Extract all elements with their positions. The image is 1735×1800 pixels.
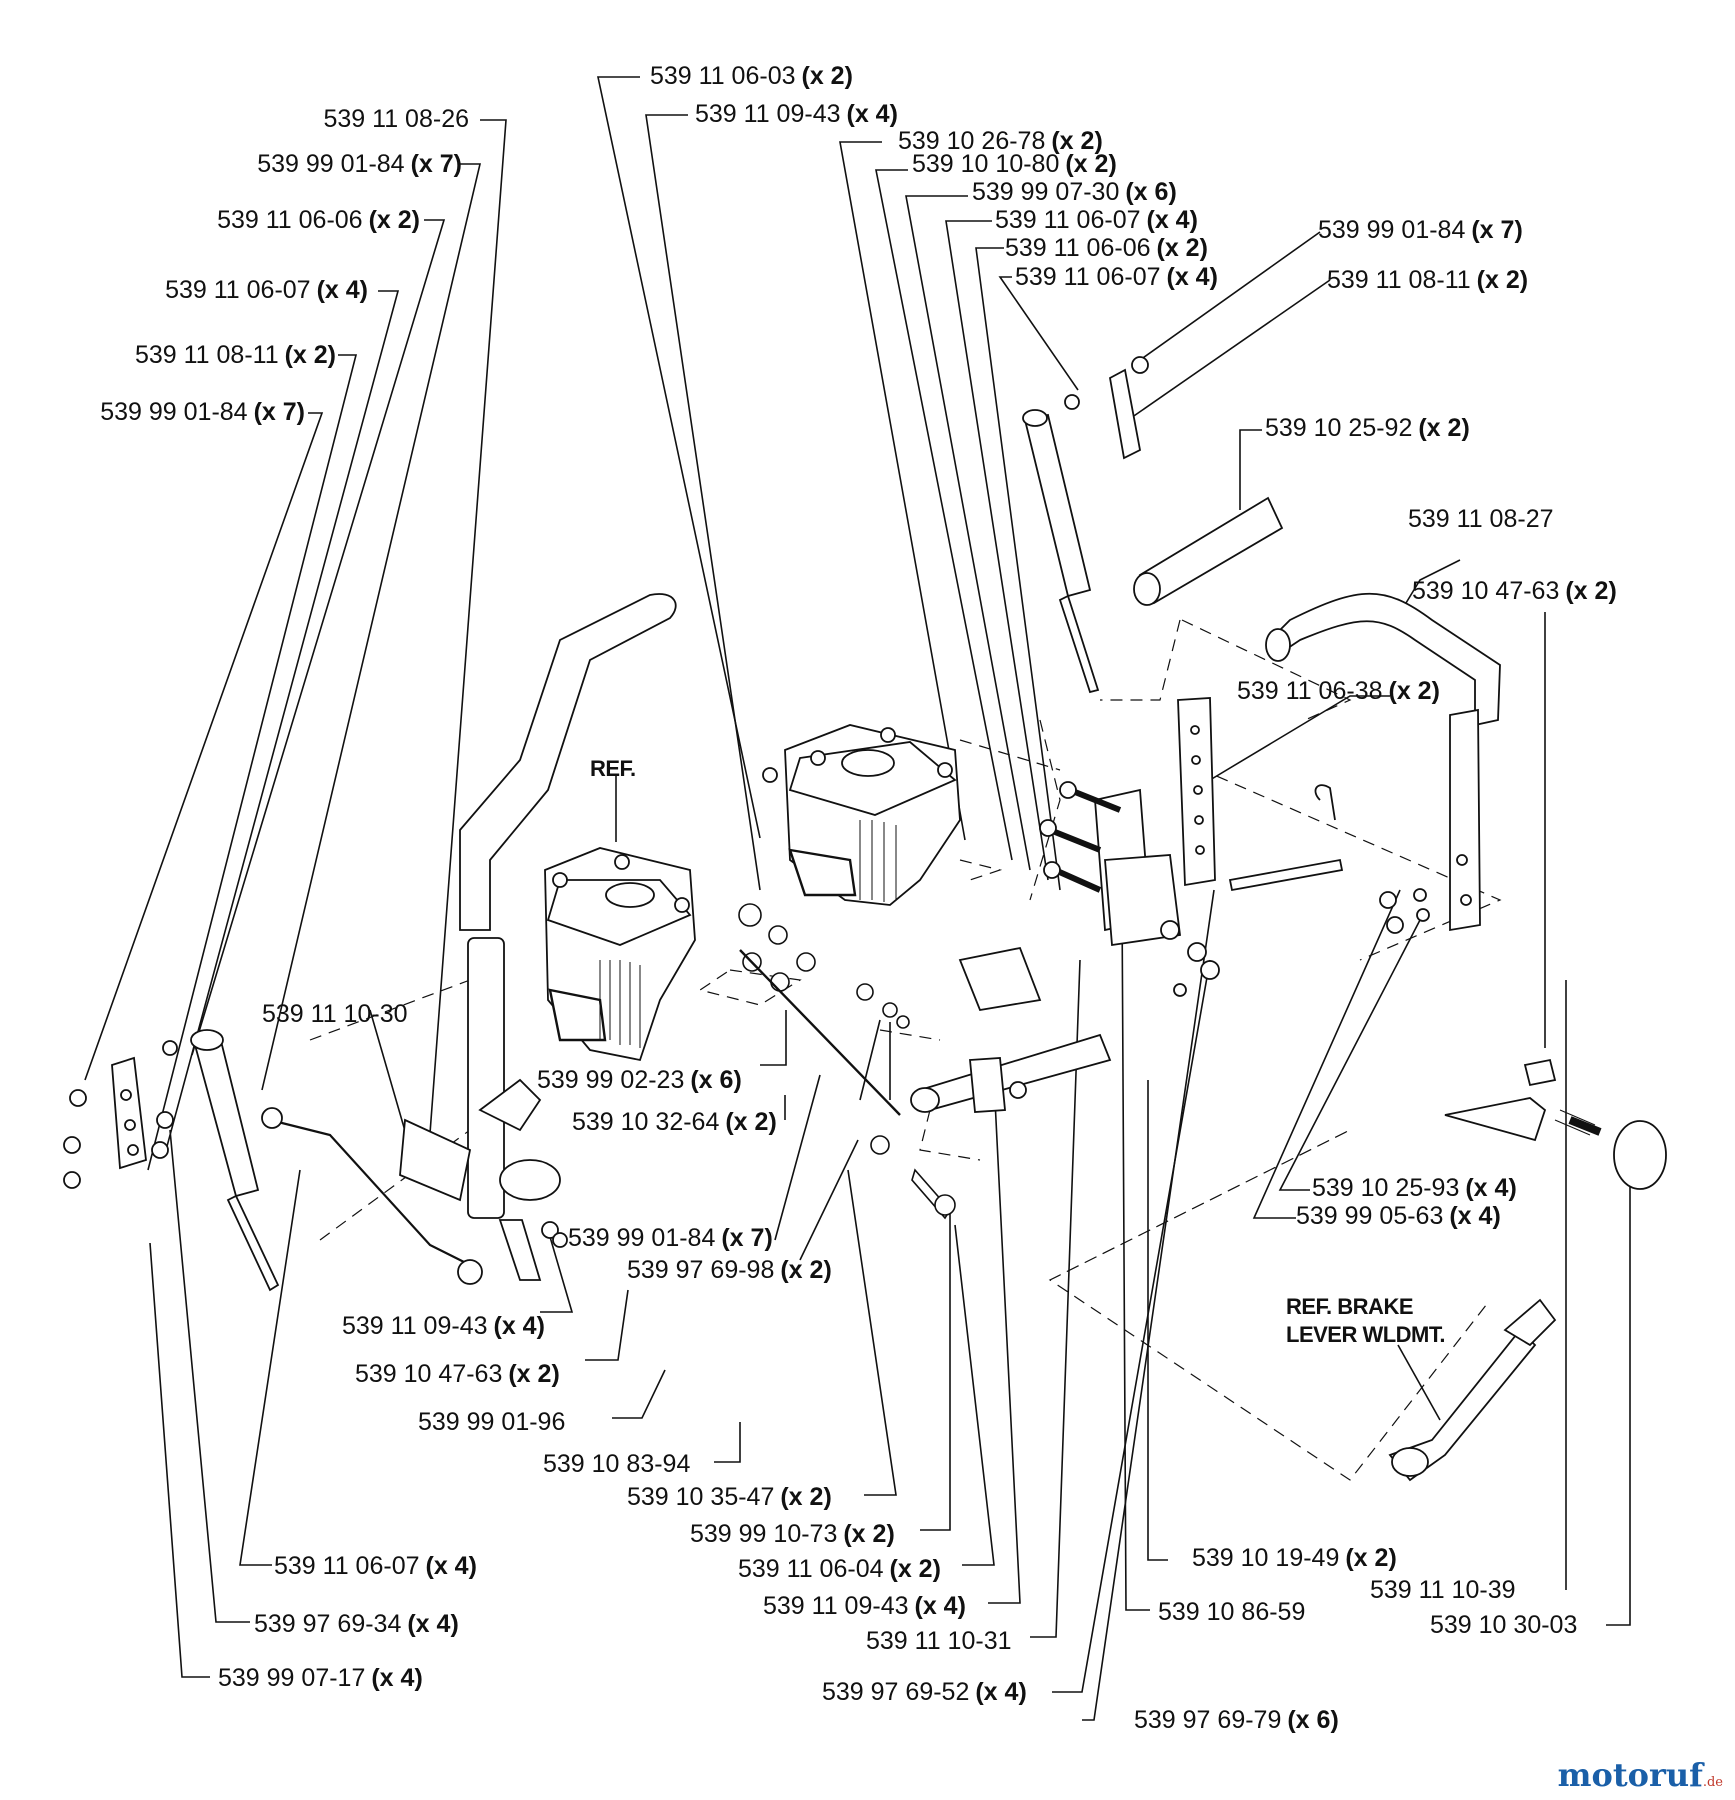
callout-539-11-06-07-top: 539 11 06-07(x 4) — [995, 206, 1198, 234]
callout-539-11-08-27: 539 11 08-27 — [1408, 505, 1554, 533]
callout-539-97-69-98: 539 97 69-98(x 2) — [627, 1256, 832, 1284]
left-lever-assembly — [63, 593, 677, 1292]
callout-539-99-10-73: 539 99 10-73(x 2) — [690, 1520, 895, 1548]
assembly-dashes — [309, 619, 1502, 1481]
callout-539-97-69-34: 539 97 69-34(x 4) — [254, 1610, 459, 1638]
callout-539-11-06-07-upper: 539 11 06-07(x 4) — [1015, 263, 1218, 291]
callout-539-10-47-63-mid: 539 10 47-63(x 2) — [355, 1360, 560, 1388]
right-lever — [1133, 496, 1501, 934]
callout-539-99-05-63: 539 99 05-63(x 4) — [1296, 1202, 1501, 1230]
callout-539-11-10-39: 539 11 10-39 — [1370, 1576, 1516, 1604]
callout-539-11-10-30: 539 11 10-30 — [262, 1000, 408, 1028]
callout-539-11-06-04: 539 11 06-04(x 2) — [738, 1555, 941, 1583]
shaft-assembly — [910, 697, 1344, 1113]
callout-539-10-35-47: 539 10 35-47(x 2) — [627, 1483, 832, 1511]
callout-539-99-01-84-left: 539 99 01-84(x 7) — [257, 150, 462, 178]
callout-539-99-01-84-farleft: 539 99 01-84(x 7) — [100, 398, 305, 426]
knob-and-brake — [1388, 1058, 1667, 1482]
callout-539-11-06-03: 539 11 06-03(x 2) — [650, 62, 853, 90]
callout-539-10-25-93: 539 10 25-93(x 4) — [1312, 1174, 1517, 1202]
callout-539-11-08-26: 539 11 08-26 — [323, 105, 470, 133]
callout-539-97-69-52: 539 97 69-52(x 4) — [822, 1678, 1027, 1706]
callout-539-11-06-07-bottom: 539 11 06-07(x 4) — [274, 1552, 477, 1580]
watermark-logo: motoruf.de — [1557, 1756, 1723, 1794]
left-transmission — [544, 847, 696, 1062]
right-transmission — [762, 724, 961, 906]
callout-539-10-86-59: 539 10 86-59 — [1158, 1598, 1306, 1626]
callout-539-11-06-38: 539 11 06-38(x 2) — [1237, 677, 1440, 705]
callout-539-11-06-06-top: 539 11 06-06(x 2) — [1005, 234, 1208, 262]
callout-539-10-25-92: 539 10 25-92(x 2) — [1265, 414, 1470, 442]
callout-539-99-02-23: 539 99 02-23(x 6) — [537, 1066, 742, 1094]
callout-539-11-08-11-right: 539 11 08-11(x 2) — [1327, 266, 1529, 294]
callout-539-99-01-84-mid: 539 99 01-84(x 7) — [568, 1224, 773, 1252]
leader-lines — [84, 76, 1631, 1721]
callout-539-99-01-96: 539 99 01-96 — [418, 1408, 566, 1436]
callout-539-99-07-30: 539 99 07-30(x 6) — [972, 178, 1177, 206]
callout-539-11-10-31: 539 11 10-31 — [866, 1627, 1012, 1655]
callout-539-11-06-06-left: 539 11 06-06(x 2) — [217, 206, 420, 234]
callout-539-10-47-63-right: 539 10 47-63(x 2) — [1412, 577, 1617, 605]
callout-539-10-30-03: 539 10 30-03 — [1430, 1611, 1578, 1639]
hardware-cluster — [738, 903, 956, 1220]
callout-539-10-10-80: 539 10 10-80(x 2) — [912, 150, 1117, 178]
callout-539-11-09-43-bottom: 539 11 09-43(x 4) — [763, 1592, 966, 1620]
callout-539-10-32-64: 539 10 32-64(x 2) — [572, 1108, 777, 1136]
callout-539-10-19-49: 539 10 19-49(x 2) — [1192, 1544, 1397, 1572]
gas-spring-upper — [1022, 356, 1149, 694]
callout-539-11-08-11-left: 539 11 08-11(x 2) — [134, 341, 336, 369]
callout-539-99-07-17: 539 99 07-17(x 4) — [218, 1664, 423, 1692]
callout-539-10-83-94: 539 10 83-94 — [543, 1450, 691, 1478]
callout-539-97-69-79: 539 97 69-79(x 6) — [1134, 1706, 1339, 1734]
callout-539-99-01-84-right: 539 99 01-84(x 7) — [1318, 216, 1523, 244]
callout-539-11-09-43-top: 539 11 09-43(x 4) — [695, 100, 898, 128]
callout-539-11-06-07-left: 539 11 06-07(x 4) — [165, 276, 368, 304]
callout-539-11-09-43-mid: 539 11 09-43(x 4) — [342, 1312, 545, 1340]
callout-539-10-26-78: 539 10 26-78(x 2) — [898, 127, 1103, 155]
ref-note-left: REF. — [590, 756, 636, 781]
